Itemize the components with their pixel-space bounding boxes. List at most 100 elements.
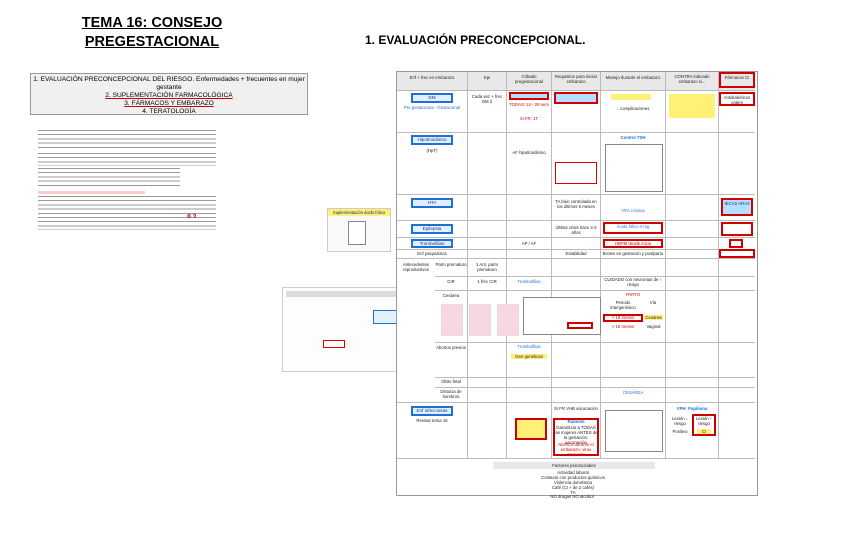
uterus-image-2	[469, 304, 491, 336]
epi-man-box	[603, 222, 663, 234]
vaginal: Vaginal	[646, 324, 661, 329]
grid-line	[397, 237, 755, 238]
row-enf-psiq-label: Enf psiquiátrica	[417, 251, 447, 256]
fp-violencia: Violencia doméstica	[553, 480, 593, 485]
index-item-3: 3. FÁRMACOS Y EMBARAZO	[124, 100, 214, 107]
row-dm-sub: Pre gestacional - Gestacional	[403, 105, 461, 110]
index-item-2: 2. SUPLEMENTACIÓN FARMACOLÓGICA	[105, 92, 233, 99]
cesarea-val: Cesárea	[644, 315, 663, 320]
inf-man-mini	[605, 410, 663, 452]
supplementation-mini-table	[348, 221, 366, 245]
dm-man-highlight	[611, 94, 651, 100]
grid-line	[600, 72, 601, 458]
cesarea-mini-red	[567, 322, 593, 329]
header-epi: Epi	[468, 72, 506, 90]
trombo-epi: AP / AF	[521, 241, 537, 246]
index-item-4: 4. TERATOLOGÍA	[142, 108, 196, 115]
hta-ci-box	[721, 198, 753, 216]
uterus-image-1	[441, 304, 463, 336]
cir-epi: 1 frec CIR	[477, 279, 497, 284]
grid-line	[467, 72, 468, 458]
inf-garantizar-box	[553, 418, 599, 456]
row-hipo-sub: (HpT)	[426, 148, 438, 153]
parto-label: PARTO	[625, 292, 641, 297]
row-trombofilias-label: Trombofilias	[411, 239, 453, 248]
ci-label: CI	[697, 429, 711, 434]
dm-epi: Cada vez + frec DM 2	[471, 94, 503, 104]
text-placeholder-5	[38, 196, 216, 230]
inf-rubeola: Rubeola	[567, 419, 585, 424]
lesion-high: Lesión ↑ riesgo	[695, 416, 712, 426]
dm-crib-2: Si FR: 1T	[519, 116, 539, 121]
header-cribado: Cribado pregestacional	[507, 72, 551, 90]
row-enf-infecciosas-label: Enf infecciosas	[411, 406, 453, 416]
dm-ci-box	[719, 92, 755, 106]
index-box: 1. EVALUACIÓN PRECONCEPCIONAL DEL RIESGO…	[30, 73, 308, 115]
fp-no: NO drogas NO alcohol	[550, 494, 594, 499]
row-cesarea: Cesárea	[442, 293, 460, 298]
hipo-man: Control TSH	[620, 135, 646, 140]
grid-line	[435, 342, 755, 343]
grid-line	[397, 258, 755, 259]
index-item-1: 1. EVALUACIÓN PRECONCEPCIONAL DEL RIESGO…	[33, 76, 305, 91]
cir-cuidado: CUIDADO con neuromas de ↑ riesgo	[604, 277, 662, 287]
inf-nunca: NUNCA durante el embarazo: virus atenuad…	[558, 442, 594, 457]
disease-table: Enf + frec en embarazo Epi Cribado prege…	[396, 71, 758, 496]
row-cir: CIR	[447, 279, 455, 284]
grid-line	[718, 72, 719, 458]
hta-crib: TA bien controlada en los últimos 6 mese…	[555, 199, 597, 209]
lesion-high-box	[692, 414, 716, 436]
title-line-2: PREGESTACIONAL	[84, 34, 220, 50]
trombo-ci-box	[729, 239, 743, 248]
epi-crib: Última crisis hace 2-3 años	[555, 225, 597, 235]
page-title: TEMA 16: CONSEJO PREGESTACIONAL	[52, 14, 252, 52]
inf-rubeola-box	[515, 418, 547, 440]
abortos-trombofilias: Trombofilias	[517, 344, 541, 349]
supplementation-card-title: Suplementación ácido fólico	[328, 209, 390, 216]
text-placeholder-3	[38, 168, 181, 189]
grid-line	[397, 220, 755, 221]
lt18: < 18 meses	[611, 315, 635, 320]
text-placeholder-4	[38, 191, 145, 194]
fp-ta: TA	[570, 490, 576, 495]
trombo-man-box	[603, 239, 663, 248]
epi-man: Ácido fólico 4 mg	[616, 224, 650, 229]
row-antecedentes-label: Antecedentes reproductivos	[402, 262, 430, 272]
header-enf: Enf + frec en embarazo	[397, 72, 467, 90]
via-label: Vía	[649, 300, 657, 305]
fp-cafe: Café (CI + de 2 cafés)	[551, 485, 595, 490]
hipo-man-mini	[605, 144, 663, 192]
inf-vih: Si FR VHB vacunación	[554, 406, 598, 411]
fp-act: Actividad laboral	[557, 470, 589, 475]
periodo-label: Periodo intergenésico	[610, 300, 636, 310]
vph-label: VPH: Papiloma	[676, 406, 708, 411]
row-epilepsia-label: Epilepsia	[411, 224, 453, 234]
header-contra: CONTRA indicado embarazo si...	[666, 72, 718, 90]
inf-note: Revisar tema 15	[416, 418, 448, 423]
psiq-man: Brotes en gestación y postparto	[602, 251, 664, 256]
row-hta-label: HTA	[411, 198, 453, 208]
handwritten-mark: ɞ ɂ	[187, 213, 197, 220]
parto-epi: 1 Ant. parto prematuro	[476, 262, 498, 272]
lesion-low: Lesión ↓ riesgo	[671, 416, 688, 426]
dm-crib-box	[509, 92, 549, 100]
dm-contra-highlight	[669, 94, 715, 118]
supplementation-card: Suplementación ácido fólico	[327, 208, 391, 252]
uterus-image-3	[497, 304, 519, 336]
grid-line	[397, 402, 755, 403]
header-farmacos: Fármacos CI	[719, 72, 755, 90]
inf-garantizar: Garantizar a TODAS las mujeres ANTES de …	[554, 425, 598, 445]
gt18: > 18 meses	[611, 324, 635, 329]
thumbnail-header	[286, 291, 411, 297]
title-line-1: TEMA 16: CONSEJO	[81, 15, 223, 31]
grid-line	[551, 72, 552, 458]
dm-ci: Antidiabéticos orales	[723, 95, 751, 105]
psiq-crib: Estabilidad	[565, 251, 587, 256]
grid-line	[435, 377, 755, 378]
row-abortos: Abortos previos	[436, 345, 466, 350]
grid-line	[435, 387, 755, 388]
section-title: 1. EVALUACIÓN PRECONCEPCIONAL.	[365, 33, 586, 47]
row-parto-prematuro: Parto prematuro	[435, 262, 467, 267]
fp-contact: Contacto con productos químicos	[541, 475, 605, 480]
hta-man: HTA crónica	[621, 208, 645, 213]
